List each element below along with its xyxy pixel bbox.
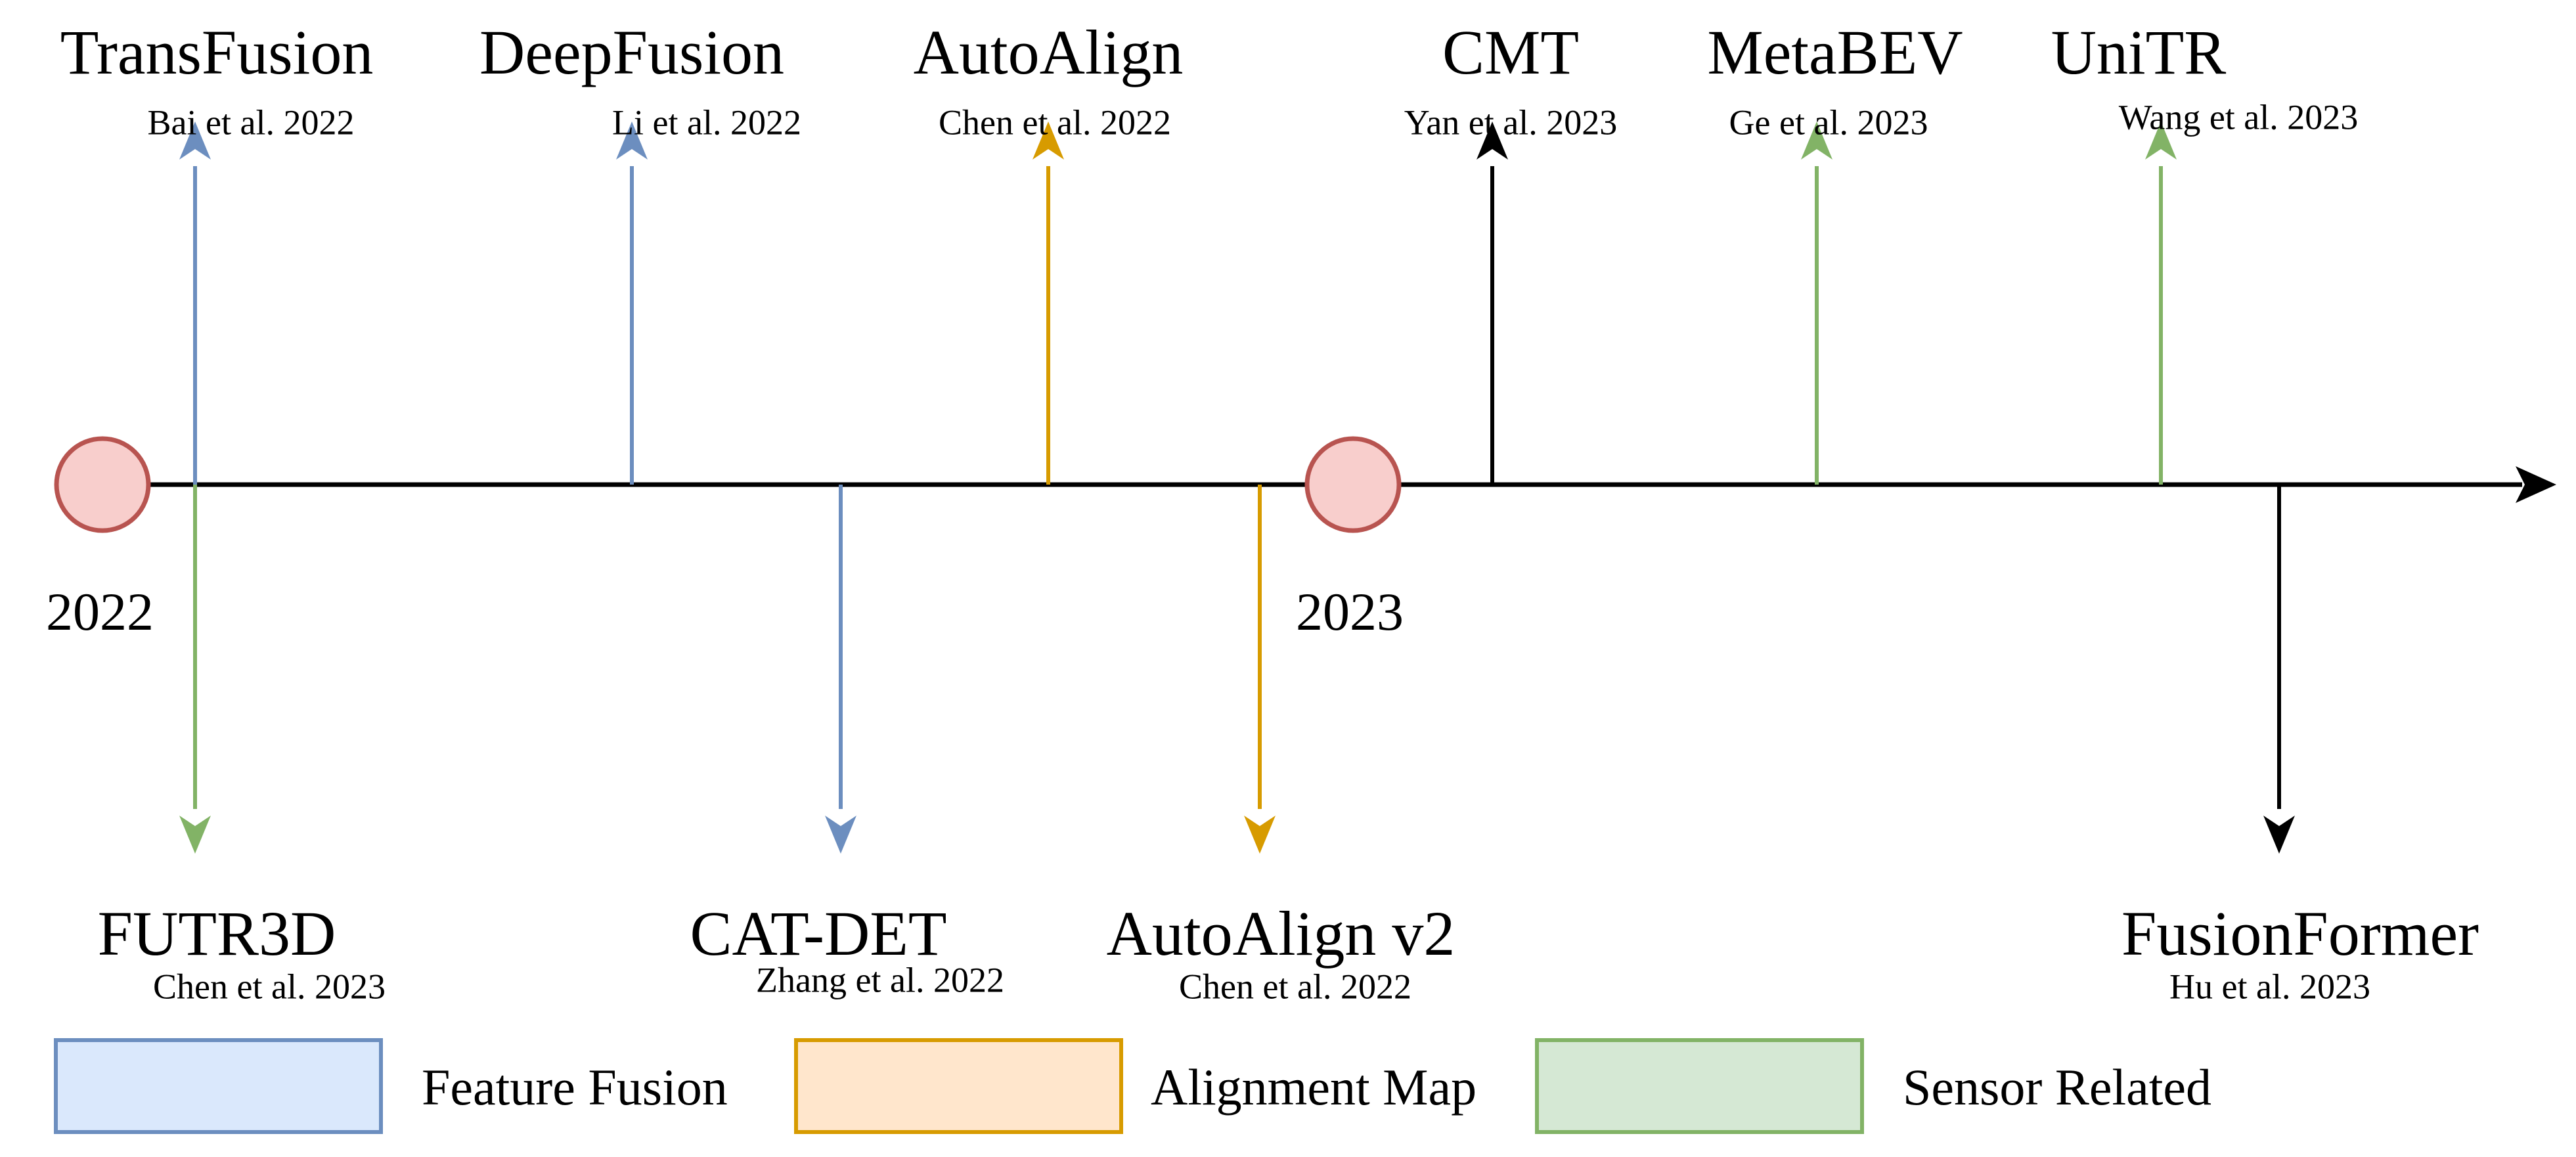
year-circle: [54, 436, 151, 533]
legend-item-alignment-map: Alignment Map: [794, 1038, 1477, 1134]
method-citation: Li et al. 2022: [612, 102, 801, 142]
year-circle: [1304, 436, 1402, 533]
method-unitr: UniTR Wang et al. 2023: [2051, 17, 2359, 485]
year-label: 2022: [46, 582, 154, 642]
method-title: DeepFusion: [479, 17, 784, 87]
method-citation: Hu et al. 2023: [2169, 967, 2370, 1006]
legend-swatch: [794, 1038, 1123, 1134]
year-label: 2023: [1296, 582, 1404, 642]
year-marker-2023: 2023: [1296, 436, 1404, 642]
method-deepfusion: DeepFusion Li et al. 2022: [479, 17, 801, 485]
method-title: FUTR3D: [98, 898, 336, 969]
method-arrowhead: [616, 121, 648, 160]
method-arrowhead: [179, 121, 211, 160]
method-citation: Chen et al. 2022: [939, 102, 1171, 142]
method-arrowhead: [1244, 816, 1276, 854]
method-arrowhead: [1801, 121, 1832, 160]
method-arrowhead: [1033, 121, 1064, 160]
method-arrowhead: [1477, 121, 1508, 160]
method-citation: Wang et al. 2023: [2119, 97, 2359, 137]
method-citation: Yan et al. 2023: [1404, 102, 1618, 142]
method-metabev: MetaBEV Ge et al. 2023: [1707, 17, 1963, 485]
legend-swatch: [54, 1038, 383, 1134]
method-title: CMT: [1442, 17, 1579, 87]
method-title: TransFusion: [60, 17, 374, 87]
method-title: AutoAlign: [914, 17, 1184, 87]
timeline-axis-arrowhead: [2516, 466, 2556, 503]
method-citation: Zhang et al. 2022: [756, 960, 1004, 999]
method-title: MetaBEV: [1707, 17, 1963, 87]
year-marker-2022: 2022: [46, 436, 154, 642]
method-citation: Ge et al. 2023: [1729, 102, 1928, 142]
method-title: AutoAlign v2: [1107, 898, 1455, 969]
legend-item-sensor-related: Sensor Related: [1535, 1038, 2211, 1134]
legend: Feature Fusion Alignment Map Sensor Relate…: [54, 1038, 2211, 1134]
method-title: UniTR: [2051, 17, 2227, 87]
legend-label: Alignment Map: [1151, 1059, 1477, 1116]
method-cmt: CMT Yan et al. 2023: [1404, 17, 1618, 485]
legend-swatch: [1535, 1038, 1864, 1134]
method-citation: Chen et al. 2023: [153, 967, 386, 1006]
method-title: CAT-DET: [690, 898, 946, 969]
method-citation: Bai et al. 2022: [148, 102, 355, 142]
legend-item-feature-fusion: Feature Fusion: [54, 1038, 728, 1134]
method-arrowhead: [2145, 121, 2177, 160]
method-citation: Chen et al. 2022: [1179, 967, 1411, 1006]
method-arrowhead: [2263, 816, 2295, 854]
method-arrowhead: [825, 816, 856, 854]
method-arrowhead: [179, 816, 211, 854]
legend-label: Sensor Related: [1903, 1059, 2211, 1116]
method-title: FusionFormer: [2121, 898, 2479, 969]
year-markers: 2022 2023: [46, 436, 1404, 642]
legend-label: Feature Fusion: [422, 1059, 728, 1116]
